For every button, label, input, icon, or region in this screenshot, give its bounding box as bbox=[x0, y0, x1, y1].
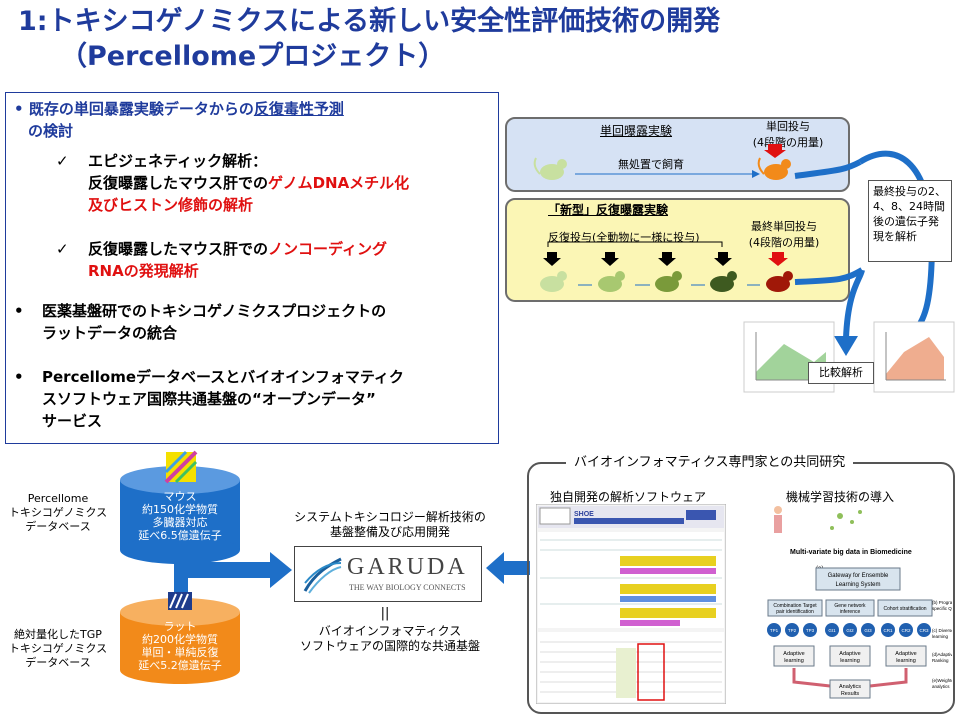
expression-chart-thumbnail bbox=[873, 321, 955, 393]
mouse-icon bbox=[655, 271, 682, 292]
svg-text:(b) Program: (b) Program bbox=[932, 600, 952, 605]
svg-text:Adaptive: Adaptive bbox=[839, 651, 860, 657]
dose-arrow-icon bbox=[764, 144, 786, 158]
collab-title: バイオインフォマティクス専門家との共同研究 bbox=[566, 451, 854, 470]
garuda-logo-icon bbox=[303, 557, 342, 594]
mouse-icon bbox=[540, 271, 567, 292]
mouse-icon-single-dose bbox=[757, 157, 791, 180]
svg-text:Analytics: Analytics bbox=[839, 684, 861, 690]
single-exposure-panel bbox=[505, 117, 850, 192]
database-diagram bbox=[120, 450, 292, 684]
svg-text:GI2: GI2 bbox=[846, 628, 854, 633]
garuda-logo-text: GARUDA bbox=[347, 554, 468, 580]
mouse-icon bbox=[598, 271, 625, 292]
repeated-exposure-title: 「新型」反復曝露実験 bbox=[548, 203, 669, 217]
svg-text:CR2: CR2 bbox=[901, 628, 910, 633]
svg-text:learning: learning bbox=[932, 634, 949, 639]
ml-diagram: Multi-variate big data in Biomedicine (a… bbox=[767, 506, 952, 699]
human-figure-icon bbox=[774, 506, 782, 533]
rat-db-text: ラット 約200化学物質 単回・単純反復 延べ5.2億遺伝子 bbox=[138, 620, 222, 672]
software-label: 独自開発の解析ソフトウェア bbox=[550, 490, 707, 504]
flow-arrow bbox=[794, 267, 864, 285]
mouse-icon-untreated bbox=[533, 157, 567, 180]
svg-text:TP3: TP3 bbox=[806, 628, 815, 633]
ml-gateway-label: Gateway for Ensemble bbox=[828, 573, 889, 579]
svg-text:(c) Diverse: (c) Diverse bbox=[932, 628, 952, 633]
collab-to-garuda-arrow bbox=[486, 552, 530, 584]
svg-text:SHOE: SHOE bbox=[574, 511, 594, 518]
svg-text:learning: learning bbox=[896, 658, 916, 664]
dose-arrow-icon bbox=[543, 252, 561, 266]
svg-text:(d)Adaptive: (d)Adaptive bbox=[932, 652, 952, 657]
mouse-db-label: Percellome トキシコゲノミクス データベース bbox=[8, 492, 108, 533]
svg-text:CR3: CR3 bbox=[919, 628, 928, 633]
title-line2: （Percellomeプロジェクト） bbox=[60, 41, 446, 72]
callout-box: 最終投与の2、4、8、24時間後の遺伝子発現を解析 bbox=[868, 180, 952, 262]
final-dose-label: 最終単回投与 (4段階の用量) bbox=[748, 220, 820, 249]
single-exposure-title: 単回曝露実験 bbox=[600, 124, 673, 138]
experiment-diagram bbox=[533, 144, 955, 393]
db-to-garuda-arrow bbox=[174, 548, 292, 592]
svg-text:pair identification: pair identification bbox=[776, 609, 814, 615]
garuda-tagline: THE WAY BIOLOGY CONNECTS bbox=[349, 583, 466, 592]
sub-item-epigenetic: ✓ エピジェネティック解析： 反復曝露したマウス肝でのゲノムDNAメチル化 及び… bbox=[56, 152, 410, 214]
svg-text:inference: inference bbox=[840, 609, 861, 615]
bullet-3: • Percellomeデータベースとバイオインフォマティクスソフトウェア国際共… bbox=[14, 368, 404, 430]
svg-text:TP2: TP2 bbox=[788, 628, 797, 633]
svg-text:GI3: GI3 bbox=[864, 628, 872, 633]
dose-arrow-icon bbox=[768, 252, 788, 266]
bullet-1: • 既存の単回暴露実験データからの反復毒性予測 の検討 bbox=[14, 100, 344, 140]
svg-text:learning: learning bbox=[840, 658, 860, 664]
svg-text:analytics: analytics bbox=[932, 684, 950, 689]
mouse-icon bbox=[710, 271, 737, 292]
dose-arrow-icon bbox=[714, 252, 732, 266]
untreated-label: 無処置で飼育 bbox=[618, 158, 684, 171]
page-title: 1:トキシコゲノミクスによる新しい安全性評価技術の開発 （Percellomeプ… bbox=[18, 4, 948, 74]
svg-text:Ranking: Ranking bbox=[932, 658, 949, 663]
equals-mark: || bbox=[380, 606, 390, 621]
dose-arrow-icon bbox=[658, 252, 676, 266]
mouse-db-text: マウス 約150化学物質 多臓器対応 延べ6.5億遺伝子 bbox=[138, 490, 222, 542]
svg-text:Adaptive: Adaptive bbox=[783, 651, 804, 657]
svg-text:Cohort stratification: Cohort stratification bbox=[883, 606, 926, 612]
svg-text:Learning System: Learning System bbox=[835, 582, 880, 588]
svg-text:specific Queries: specific Queries bbox=[932, 606, 952, 611]
title-line1: 1:トキシコゲノミクスによる新しい安全性評価技術の開発 bbox=[18, 6, 721, 37]
flow-arrow bbox=[794, 159, 862, 179]
expression-chart-thumbnail bbox=[743, 321, 835, 393]
sub-item-ncrna: ✓ 反復曝露したマウス肝でのノンコーディング RNAの発現解析 bbox=[56, 240, 387, 280]
network-icon bbox=[830, 510, 862, 530]
data-grid-icon bbox=[168, 592, 192, 610]
garuda-logo-box: GARUDA THE WAY BIOLOGY CONNECTS bbox=[294, 546, 482, 602]
ml-bigdata-label: Multi-variate big data in Biomedicine bbox=[790, 549, 912, 556]
svg-text:Results: Results bbox=[841, 691, 860, 697]
svg-text:GI1: GI1 bbox=[828, 628, 836, 633]
svg-text:(e)Weighted: (e)Weighted bbox=[932, 678, 952, 683]
svg-text:Combination Target: Combination Target bbox=[773, 603, 817, 609]
svg-text:TP1: TP1 bbox=[770, 628, 779, 633]
svg-text:Adaptive: Adaptive bbox=[895, 651, 916, 657]
garuda-bottom-label: バイオインフォマティクス ソフトウェアの国際的な共通基盤 bbox=[299, 624, 480, 653]
svg-text:CR1: CR1 bbox=[883, 628, 892, 633]
svg-text:learning: learning bbox=[784, 658, 804, 664]
rat-db-label: 絶対量化したTGP トキシコゲノミクス データベース bbox=[8, 628, 108, 669]
garuda-top-label: システムトキシコロジー解析技術の 基盤整備及び応用開発 bbox=[294, 510, 486, 539]
ml-label: 機械学習技術の導入 bbox=[786, 490, 895, 504]
data-grid-icon bbox=[164, 450, 198, 484]
repeated-dose-label: 反復投与(全動物に一様に投与) bbox=[548, 231, 700, 244]
dose-arrow-icon bbox=[601, 252, 619, 266]
compare-label: 比較解析 bbox=[808, 362, 874, 384]
left-text-panel bbox=[5, 92, 499, 444]
bullet-2: • 医薬基盤研でのトキシコゲノミクスプロジェクトのラットデータの統合 bbox=[14, 302, 387, 342]
rat-db-cylinder bbox=[120, 598, 240, 684]
check-icon: ✓ bbox=[56, 152, 69, 170]
software-screenshot: SHOE bbox=[536, 504, 726, 704]
svg-text:Gene network: Gene network bbox=[834, 603, 866, 609]
mouse-icon-final-dose bbox=[766, 271, 793, 292]
check-icon: ✓ bbox=[56, 240, 69, 258]
